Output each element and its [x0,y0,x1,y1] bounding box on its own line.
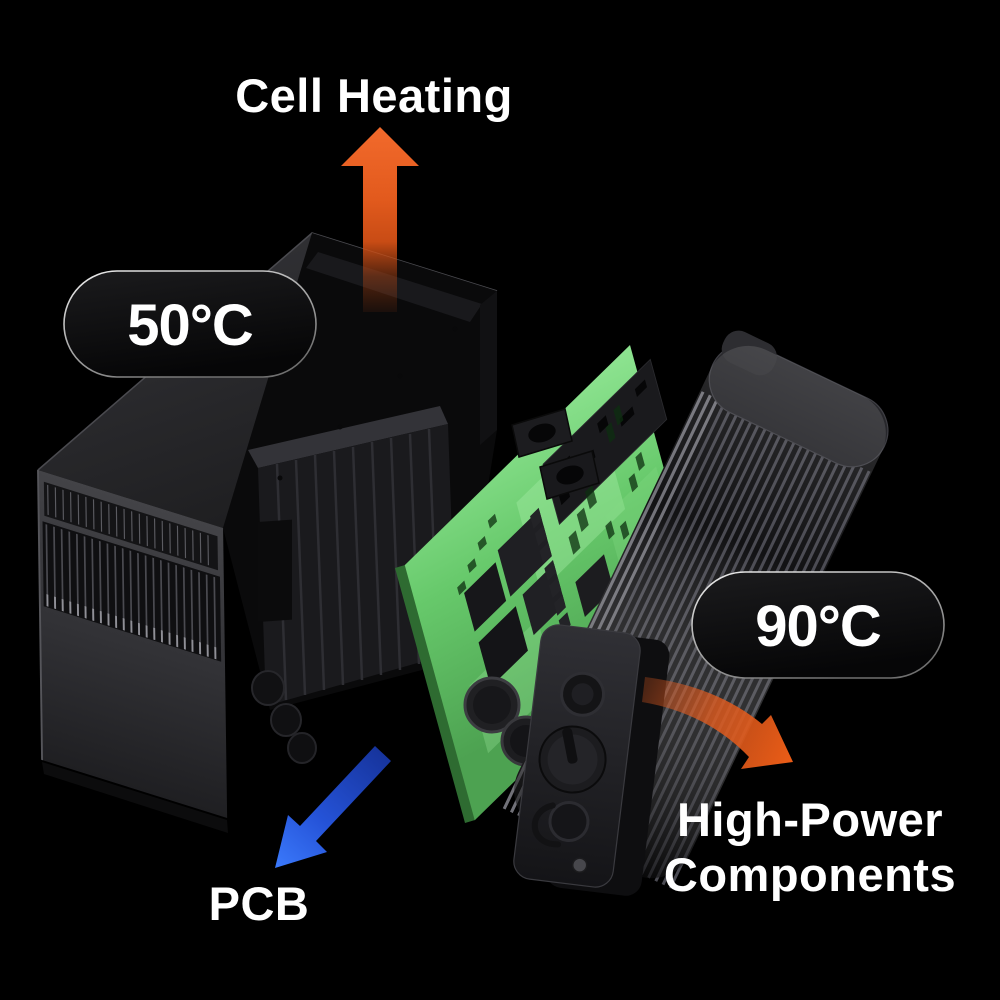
clamp-hole [556,465,584,485]
enclosure-screw-holes [277,326,458,481]
pcb-pointer-arrow-icon [275,746,391,868]
cell-temp-pill [63,270,317,378]
mounting-clamps [511,408,600,500]
panel-wire [531,802,562,848]
panel-knob-lever [562,727,578,764]
screw-hole [397,373,403,379]
front-panel [513,624,670,896]
front-face-left-edge [37,469,44,761]
panel-front-face [513,624,641,888]
component-temp-pill [691,571,945,679]
high-power-label-line1: High-Power [677,793,943,846]
high-power-label-line2: Components [664,848,956,901]
component-temp-badge: 90°C [691,571,945,679]
screw-hole [452,326,458,332]
component-temp-value: 90°C [755,594,881,659]
pcb-component-block [575,554,614,617]
battery-top-face [248,406,448,468]
cell-heating-label: Cell Heating [235,69,513,122]
vent-fins-upper [47,484,209,566]
pcb-component-block [464,562,507,632]
pcb-component-block [478,606,528,687]
clamp-hole [528,423,556,443]
vent-fin-tips [46,594,217,660]
high-power-label: High-Power Components [664,793,956,901]
heat-right-arrow-icon [642,677,793,769]
battery-dark-slot [258,519,292,622]
pcb-edge [395,565,475,823]
capacitor-top [473,686,511,724]
battery-terminals [251,670,317,764]
panel-connector-bottom [548,801,590,843]
cell-temp-badge: 50°C [63,270,317,378]
terminal-cylinder [251,670,285,706]
enclosure-front-face [37,469,228,819]
pcb-label: PCB [209,877,310,930]
battery-module [248,406,456,706]
enclosure-bottom-strip [42,762,228,833]
cell-temp-value: 50°C [127,293,253,358]
screw-hole [277,475,283,481]
terminal-cylinder [270,703,302,737]
enclosure-inner-right-wall [480,291,497,445]
screw-hole [337,424,343,430]
heat-up-arrow-icon [341,127,419,312]
panel-screw [571,857,588,873]
terminal-cylinder [287,732,317,764]
vent-band-upper [43,481,218,571]
panel-connector-top-inner [571,683,594,706]
vent-fins-lower [45,524,217,659]
